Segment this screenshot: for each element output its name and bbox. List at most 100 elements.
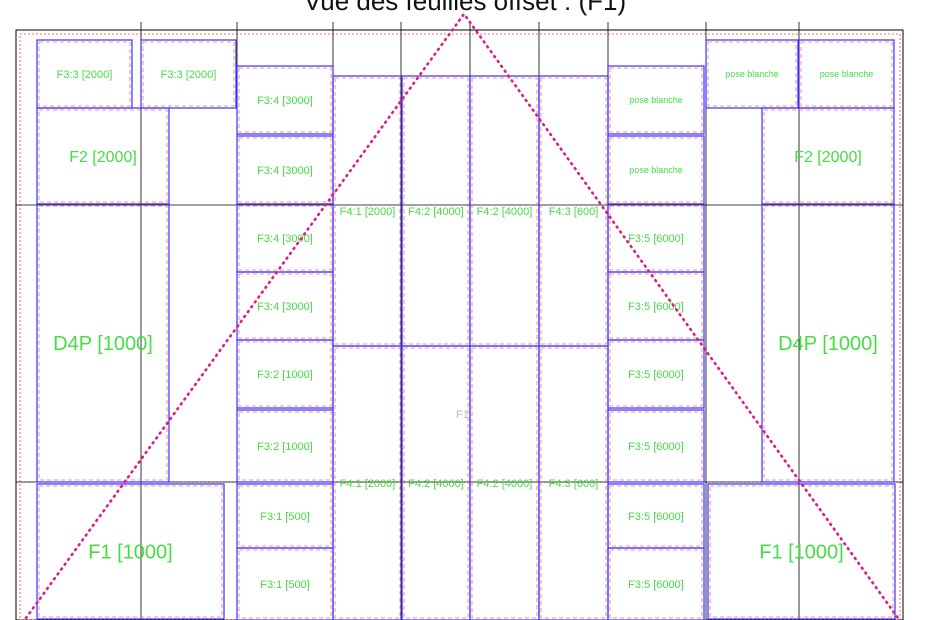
page-frame (15, 29, 904, 620)
sheet: F3:2 [1000] (236, 339, 334, 409)
triangle-guide (24, 11, 900, 620)
frame-outline (15, 29, 904, 620)
sheet: F2 [2000] (761, 107, 895, 205)
sheet: F4:1 [2000] (332, 75, 403, 347)
sheet-outline (607, 547, 705, 620)
sheet-label: F3:3 [2000] (57, 69, 113, 81)
sheet-outline (36, 203, 170, 483)
grid-lines (16, 22, 903, 620)
sheet-dashed-border (238, 273, 332, 339)
sheet-label: F3:1 [500] (260, 511, 310, 523)
sheet-dashed-border (38, 205, 168, 481)
sheet-label: F3:2 [1000] (257, 369, 313, 381)
sheet-label: F3:4 [3000] (257, 233, 313, 245)
sheet: F2 [2000] (36, 107, 170, 205)
triangle-dotted-line (24, 11, 900, 620)
sheet-outline (607, 409, 705, 483)
sheet-outline (705, 39, 799, 109)
sheet-outline (761, 203, 895, 483)
sheet: F1 [1000] (707, 483, 896, 620)
sheet-outline (140, 39, 237, 109)
sheet-label: F3:5 [6000] (628, 579, 684, 591)
sheet-dashed-border (403, 77, 469, 345)
sheet: F4:2 [4000] (401, 75, 471, 347)
sheet-label: F3:5 [6000] (628, 369, 684, 381)
sheet-label: F2 [2000] (794, 149, 862, 166)
sheet: pose blanche (607, 65, 705, 135)
sheet: F3:1 [500] (236, 483, 334, 549)
sheet-label: F3:4 [3000] (257, 301, 313, 313)
sheet-dashed-border (609, 485, 703, 547)
sheet-dashed-border (609, 205, 703, 271)
sheets-group: F3:3 [2000]F3:3 [2000]F2 [2000]D4P [1000… (36, 39, 896, 620)
sheet-label: F4:3 [600] (549, 478, 599, 490)
sheet-label: F3:4 [3000] (257, 165, 313, 177)
frame-dashed-inner (19, 33, 901, 620)
sheet: D4P [1000] (761, 203, 895, 483)
sheet-label: F4:2 [4000] (477, 478, 533, 490)
sheet: F4:2 [4000] (469, 345, 540, 620)
sheet: F4:2 [4000] (401, 345, 471, 620)
sheet-label: F3:1 [500] (260, 579, 310, 591)
sheet-dashed-border (238, 137, 332, 203)
sheet-label: F4:1 [2000] (340, 206, 396, 218)
sheet-dashed-border (38, 41, 131, 107)
sheet-label: F3:5 [6000] (628, 511, 684, 523)
sheet-label: F3:2 [1000] (257, 441, 313, 453)
sheet: F4:1 [2000] (332, 345, 403, 620)
sheet-label: F3:5 [6000] (628, 301, 684, 313)
sheet-label: F1 [1000] (759, 542, 844, 564)
sheet-label: F1 [1000] (88, 542, 173, 564)
sheet: pose blanche (607, 135, 705, 205)
sheet-label: pose blanche (820, 69, 874, 79)
sheet-label: F3:5 [6000] (628, 441, 684, 453)
sheet-dashed-border (609, 67, 703, 133)
sheet-dashed-border (763, 205, 893, 481)
sheet-label: pose blanche (725, 69, 779, 79)
sheet-label: F4:2 [4000] (408, 206, 464, 218)
sheet-dashed-border (609, 549, 703, 619)
sheet-dashed-border (238, 411, 332, 481)
sheet-dashed-border (471, 77, 538, 345)
sheet-dashed-border (403, 347, 469, 619)
sheet-label: F4:2 [4000] (408, 478, 464, 490)
sheet-dashed-border (334, 77, 401, 345)
sheet: F3:1 [500] (236, 547, 334, 620)
sheet: F3:5 [6000] (607, 203, 705, 273)
sheet-dashed-border (707, 41, 797, 107)
sheet-outline (607, 65, 705, 135)
sheet-dashed-border (709, 485, 894, 618)
sheet-outline (607, 339, 705, 409)
sheet-dashed-border (800, 41, 893, 107)
sheet-dashed-border (238, 549, 332, 619)
sheet-label: F3:3 [2000] (161, 69, 217, 81)
sheet-label: F4:2 [4000] (477, 206, 533, 218)
sheet-label: D4P [1000] (778, 333, 878, 355)
sheet: D4P [1000] (36, 203, 170, 483)
sheet: F4:2 [4000] (469, 75, 540, 347)
sheet: F3:4 [3000] (236, 65, 334, 135)
sheet-dashed-border (609, 137, 703, 203)
sheet: F1 [1000] (36, 483, 225, 620)
sheet: F4:3 [600] (538, 345, 609, 620)
sheet: F3:4 [3000] (236, 135, 334, 205)
diagram-title: Vue des feuilles offset : (F1) (304, 0, 626, 16)
sheet: pose blanche (705, 39, 799, 109)
sheet: F3:3 [2000] (36, 39, 133, 109)
sheet-dashed-border (238, 67, 332, 133)
sheet: F4:3 [600] (538, 75, 609, 347)
sheet-dashed-border (142, 41, 235, 107)
sheet: F3:3 [2000] (140, 39, 237, 109)
sheet: F3:2 [1000] (236, 409, 334, 483)
sheet-dashed-border (38, 109, 168, 203)
sheet-dashed-border (609, 411, 703, 481)
sheet-label: F3:5 [6000] (628, 233, 684, 245)
sheet-outline (36, 483, 225, 620)
center-label: F1 (456, 409, 469, 421)
sheet-dashed-border (609, 273, 703, 339)
sheet-label: F3:4 [3000] (257, 95, 313, 107)
sheet-dashed-border (334, 347, 401, 619)
sheet-dashed-border (238, 341, 332, 407)
sheet-label: F4:3 [600] (549, 206, 599, 218)
